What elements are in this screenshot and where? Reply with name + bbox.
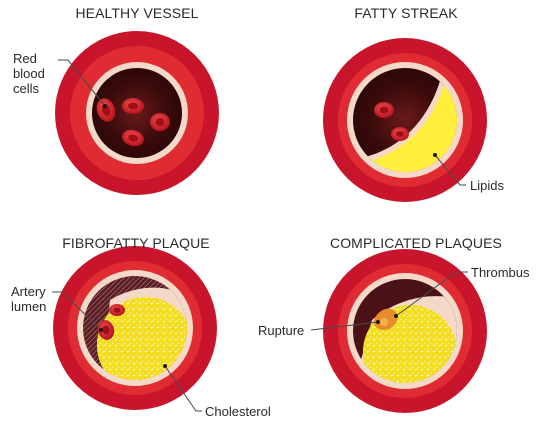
complicated-vessel: [323, 249, 487, 413]
title-fatty-streak: FATTY STREAK: [336, 5, 476, 21]
title-complicated-plaques: COMPLICATED PLAQUES: [318, 235, 514, 251]
label-red-blood-cells: Red blood cells: [13, 51, 45, 96]
fibrofatty-vessel: [53, 246, 217, 410]
label-thrombus: Thrombus: [471, 265, 530, 280]
label-artery-lumen: Artery lumen: [11, 284, 46, 314]
fatty-streak-vessel: [323, 38, 487, 202]
label-rupture: Rupture: [258, 323, 304, 338]
title-healthy-vessel: HEALTHY VESSEL: [58, 5, 216, 21]
title-fibrofatty-plaque: FIBROFATTY PLAQUE: [45, 235, 227, 251]
label-cholesterol: Cholesterol: [205, 404, 271, 419]
healthy-vessel: [55, 31, 219, 195]
label-lipids: Lipids: [470, 178, 504, 193]
